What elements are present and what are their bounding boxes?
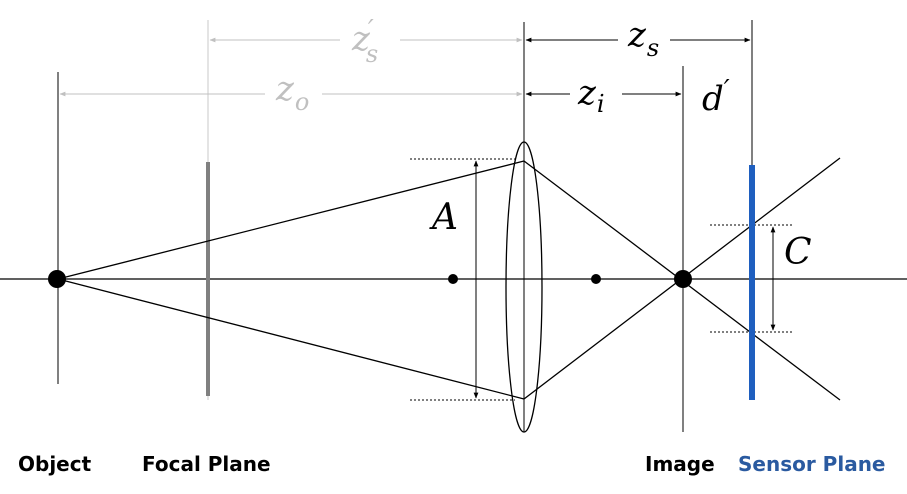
focal-point-back <box>591 274 601 284</box>
focal-point-front <box>448 274 458 284</box>
lens <box>505 141 543 433</box>
label-zs-prime: z′s <box>351 15 378 68</box>
label-aperture-A: A <box>429 197 458 238</box>
label-zo: zo <box>275 69 309 116</box>
label-focal-plane: Focal Plane <box>142 452 271 476</box>
label-zi: zi <box>577 73 605 118</box>
label-image: Image <box>645 452 715 476</box>
object-point <box>48 270 66 288</box>
label-d-prime: d′ <box>702 75 730 119</box>
label-sensor-plane: Sensor Plane <box>738 452 886 476</box>
ray-lower-object-to-lens <box>57 278 525 400</box>
label-coc-C: C <box>784 232 812 273</box>
ray-upper-object-to-lens <box>57 160 525 280</box>
label-object: Object <box>18 452 92 476</box>
image-point <box>674 270 692 288</box>
label-zs: zs <box>627 15 659 62</box>
